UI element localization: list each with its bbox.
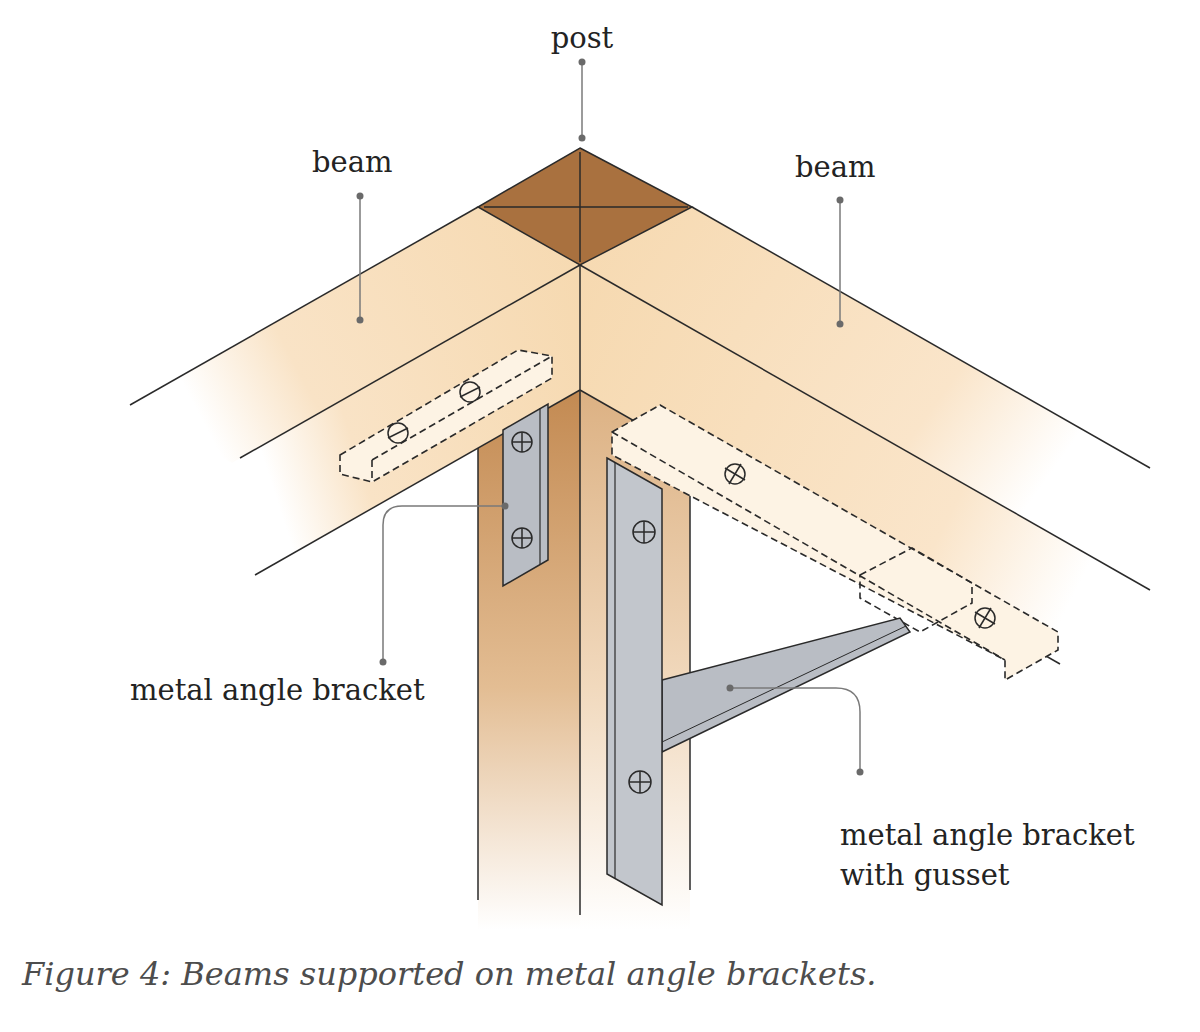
post-top: [478, 148, 692, 265]
angle-bracket-plate: [503, 404, 548, 586]
screw: [975, 608, 995, 628]
post-edge: [477, 448, 479, 900]
leader-line: [359, 196, 361, 320]
screw: [460, 387, 480, 397]
angle-bracket-plate: [607, 458, 662, 905]
bracket-leg-hidden: [860, 548, 972, 632]
leader-line: [581, 62, 583, 138]
post-top-cross: [484, 206, 688, 208]
leader-dot: [857, 769, 864, 776]
screw: [979, 608, 991, 628]
leader-dot: [357, 193, 364, 200]
post-edge: [689, 453, 691, 890]
screw: [521, 432, 523, 452]
screw: [633, 521, 655, 543]
screw: [512, 432, 532, 452]
part-label: beam: [795, 147, 876, 187]
gusset: [662, 626, 906, 742]
angle-bracket-plate: [539, 408, 540, 565]
leader-dot: [380, 659, 387, 666]
post-left-face: [478, 390, 580, 930]
bracket-leg-hidden: [371, 460, 373, 482]
part-label: metal angle bracket with gusset: [840, 815, 1170, 895]
leader-dot: [579, 59, 586, 66]
angle-bracket-plate: [614, 462, 615, 878]
part-label: post: [551, 18, 614, 58]
leader-dot: [579, 135, 586, 142]
leader-line: [383, 506, 505, 662]
leader-dot: [837, 321, 844, 328]
screw: [729, 464, 741, 484]
screw: [725, 464, 745, 484]
screw: [639, 771, 641, 793]
screw: [512, 528, 532, 548]
bracket-leg-hidden: [612, 432, 1005, 660]
screw: [521, 528, 523, 548]
screw: [629, 771, 651, 793]
leader-line: [839, 200, 841, 324]
screw: [460, 382, 480, 402]
screw: [388, 428, 408, 438]
leader-dot: [357, 317, 364, 324]
part-label: beam: [312, 142, 393, 182]
left-beam-face: [232, 265, 580, 588]
screw: [388, 423, 408, 443]
part-label: metal angle bracket: [130, 670, 425, 710]
leader-dot: [502, 503, 509, 510]
screw: [643, 521, 645, 543]
leader-dot: [837, 197, 844, 204]
beam-edge: [130, 207, 478, 405]
leader-line: [730, 688, 860, 772]
post-edge: [579, 265, 581, 915]
beam-edge: [692, 207, 1150, 468]
post-top-cross: [579, 152, 581, 262]
gusset: [662, 618, 910, 752]
figure-caption: Figure 4: Beams supported on metal angle…: [22, 955, 876, 993]
leader-dot: [727, 685, 734, 692]
